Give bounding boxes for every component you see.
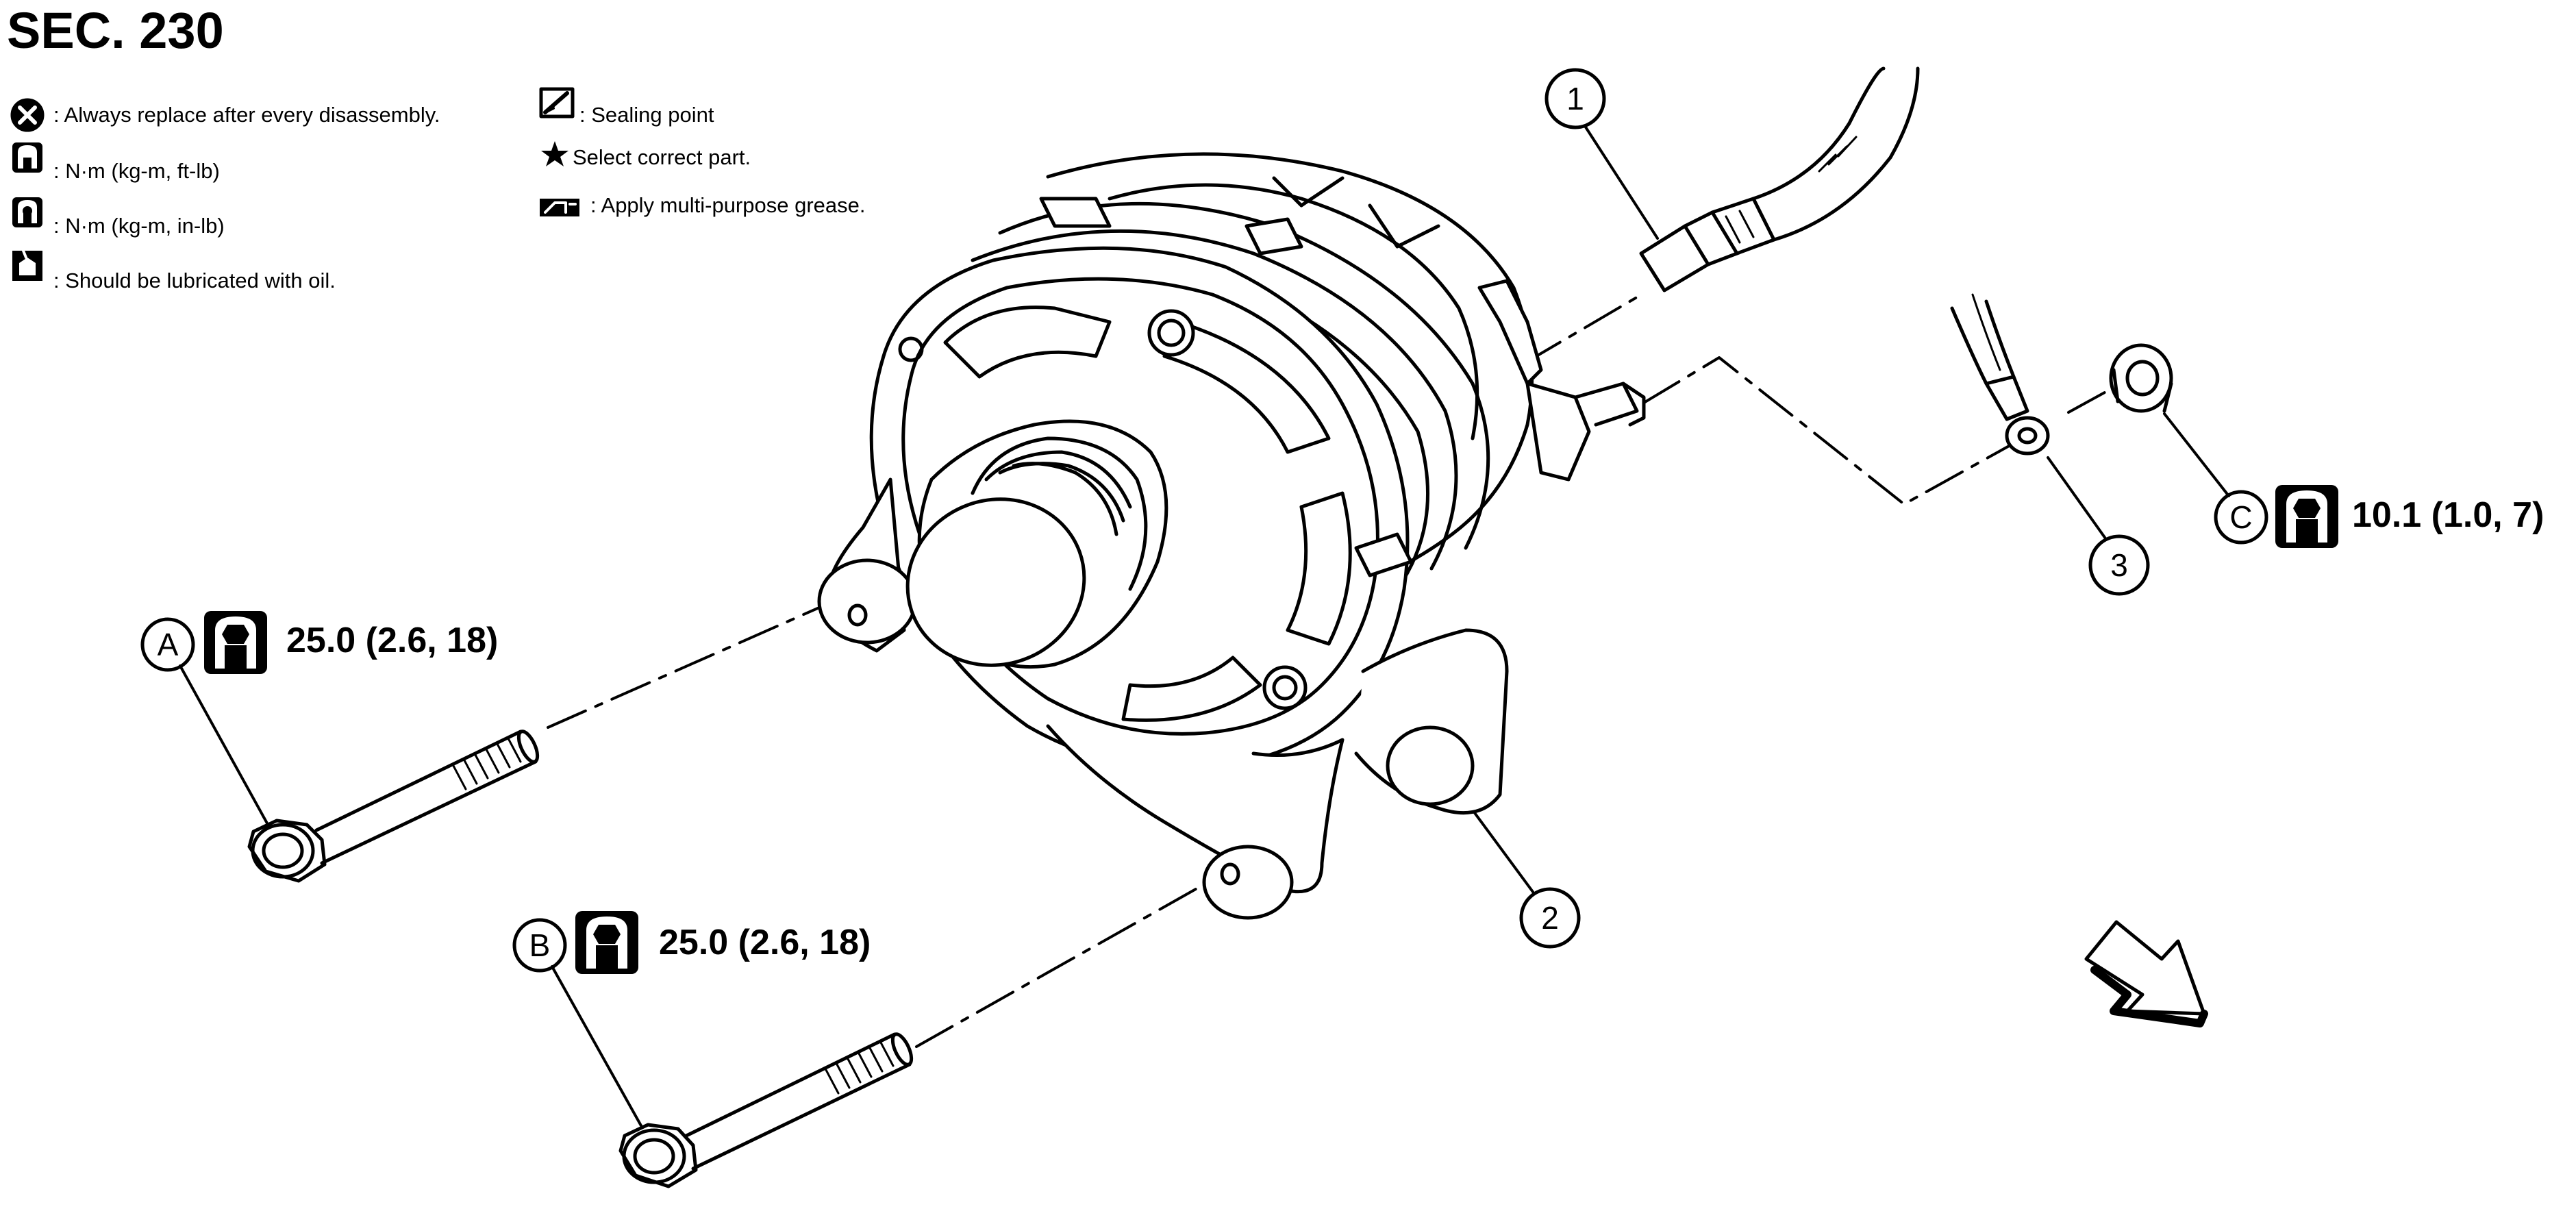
torque-ftlb-icon (12, 142, 42, 173)
grease-icon (540, 199, 579, 216)
legend-torque-inlb: : N·m (kg-m, in-lb) (53, 214, 225, 238)
always-replace-icon (10, 98, 45, 132)
leader-lines (179, 125, 2230, 1147)
legend-grease: : Apply multi-purpose grease. (590, 193, 866, 217)
legend-select-part: Select correct part. (573, 145, 751, 169)
callout-circle-c (2214, 490, 2268, 545)
section-title: SEC. 230 (7, 2, 224, 59)
oil-can-icon (12, 249, 42, 281)
star-icon (541, 141, 568, 166)
bolt-b (618, 1032, 914, 1188)
callout-number-2: 2 (1541, 900, 1559, 936)
terminal-nut (2109, 343, 2173, 413)
torque-wrench-icon (2275, 485, 2338, 548)
callout-circle-3 (2088, 534, 2150, 596)
torque-value-c: 10.1 (1.0, 7) (2352, 495, 2544, 535)
battery-cable (1950, 293, 2050, 456)
torque-value-a: 25.0 (2.6, 18) (286, 621, 499, 660)
callout-number-3: 3 (2110, 547, 2128, 583)
legend-lubricate-oil: : Should be lubricated with oil. (53, 269, 336, 292)
callout-letter-b: B (529, 927, 551, 963)
legend-sealing-point: : Sealing point (579, 103, 714, 127)
torque-value-b: 25.0 (2.6, 18) (659, 923, 871, 962)
callout-circle-a (140, 617, 195, 672)
torque-wrench-icon (204, 611, 267, 674)
callout-letter-a: A (157, 627, 179, 662)
torque-inlb-icon (12, 197, 42, 227)
callout-letter-c: C (2229, 499, 2253, 535)
callout-number-1: 1 (1566, 81, 1584, 116)
harness-connector (1639, 66, 1920, 292)
legend-torque-ftlb: : N·m (kg-m, ft-lb) (53, 159, 220, 183)
callout-circle-2 (1519, 887, 1581, 949)
front-direction-arrow-icon (2084, 920, 2208, 1027)
sealing-point-icon (539, 87, 575, 119)
callout-circle-1 (1545, 68, 1606, 129)
legend-always-replace: : Always replace after every disassembly… (53, 103, 440, 127)
torque-wrench-icon (575, 911, 638, 974)
callout-circle-b (512, 918, 567, 973)
alternator (817, 152, 1646, 920)
bolt-a (247, 730, 540, 883)
